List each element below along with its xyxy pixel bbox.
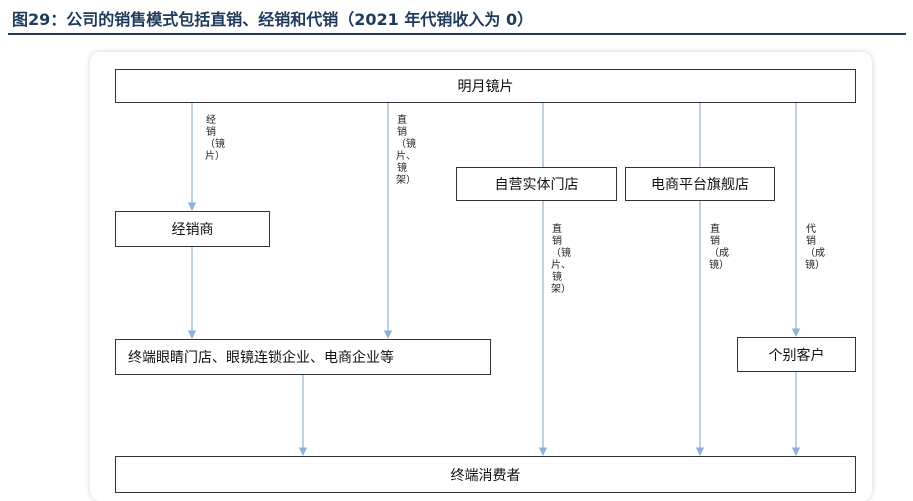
edge-label-consignment: 代销（成镜）	[805, 224, 825, 271]
node-top: 明月镜片	[115, 69, 856, 103]
title-underline	[8, 33, 906, 35]
edge-label-direct-lens-frame: 直销（镜片、镜架）	[396, 115, 416, 186]
figure-title: 图29：公司的销售模式包括直销、经销和代销（2021 年代销收入为 0）	[12, 10, 534, 29]
node-terminal-stores: 终端眼睛门店、眼镜连锁企业、电商企业等	[115, 339, 491, 375]
edge-label-direct-ecom: 直销（成镜）	[709, 224, 729, 271]
diagram-panel	[90, 52, 872, 501]
node-distributor: 经销商	[115, 211, 270, 247]
node-self-store: 自营实体门店	[456, 167, 617, 201]
node-individual: 个别客户	[737, 337, 856, 372]
edge-label-distribution: 经销（镜片）	[205, 115, 225, 162]
edge-label-direct-self: 直销（镜片、镜架）	[551, 224, 571, 295]
node-ecommerce-store: 电商平台旗舰店	[625, 167, 775, 201]
node-consumer: 终端消费者	[115, 456, 856, 493]
